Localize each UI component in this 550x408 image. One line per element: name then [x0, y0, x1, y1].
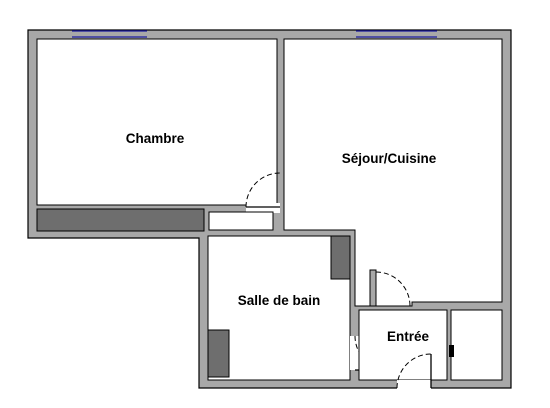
entrance-cupboard [450, 309, 503, 381]
living-door-swing [375, 271, 411, 307]
label-living-kitchen: Séjour/Cuisine [342, 151, 437, 166]
front-door-opening [397, 380, 431, 390]
label-bedroom: Chambre [126, 131, 185, 146]
hall-strip [208, 211, 274, 231]
bathroom-closet-bottom [207, 329, 230, 378]
bathroom-closet-top [330, 235, 351, 280]
cupboard-door-mark [449, 345, 454, 357]
front-door-swing [396, 353, 432, 389]
label-bathroom: Salle de bain [238, 293, 321, 308]
bedroom-door-opening [246, 203, 280, 213]
bathroom-door-opening [350, 336, 360, 370]
bedroom-closet [36, 208, 205, 232]
bathroom-interior [207, 235, 351, 381]
label-entrance: Entrée [387, 329, 430, 344]
bedroom-door-swing [245, 172, 281, 208]
kitchen-wall-stub [369, 269, 377, 307]
bedroom-interior [36, 38, 278, 206]
living-kitchen-interior [283, 38, 503, 307]
